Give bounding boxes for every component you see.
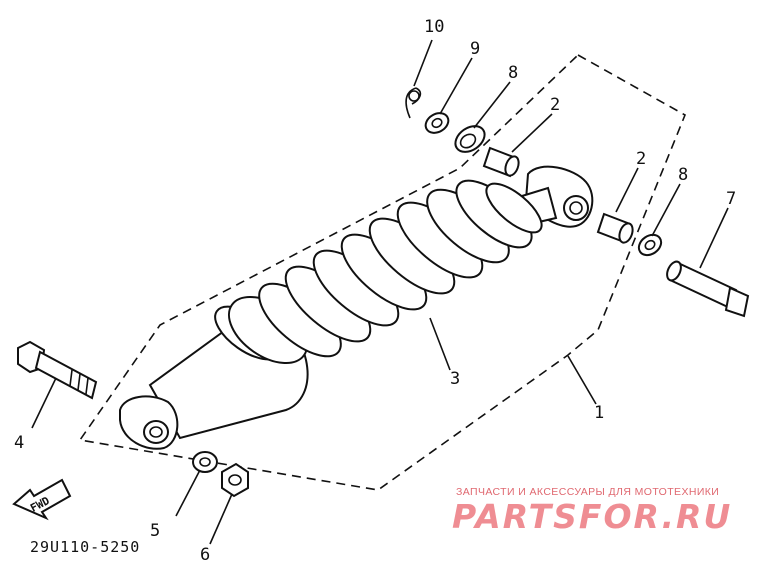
callout-6: 6 <box>200 545 210 565</box>
callout-10: 10 <box>424 17 444 37</box>
callout-numbers: 10 9 8 2 2 8 7 4 3 1 5 6 <box>14 17 736 565</box>
nut-part-6 <box>221 462 249 498</box>
callout-2-left: 2 <box>550 95 560 115</box>
watermark-tagline: ЗАПЧАСТИ И АКСЕССУАРЫ ДЛЯ МОТОТЕХНИКИ <box>456 486 720 498</box>
washer-part-8-right <box>637 233 663 257</box>
callout-4: 4 <box>14 433 24 453</box>
pivot-pin-part-7 <box>666 260 750 318</box>
watermark-logo: PARTSFOR.RU <box>452 497 733 536</box>
assembly-boundary <box>78 54 687 491</box>
collar-part-2-left <box>482 146 520 178</box>
forward-arrow-icon: FWD <box>12 478 72 521</box>
callout-3: 3 <box>450 369 460 389</box>
callout-8-right: 8 <box>678 165 688 185</box>
callout-2-right: 2 <box>636 149 646 169</box>
collar-part-2-right <box>596 212 634 244</box>
washer-part-5 <box>192 451 218 473</box>
shock-absorber-part-1 <box>119 165 594 450</box>
bushing-ring-part-8-upper <box>454 125 486 153</box>
washer-part-9 <box>424 112 450 134</box>
callout-8-upper: 8 <box>508 63 518 83</box>
callout-1: 1 <box>594 403 604 423</box>
callout-7: 7 <box>726 189 736 209</box>
diagram-code: 29U110-5250 <box>30 538 141 556</box>
callout-9: 9 <box>470 39 480 59</box>
leader-lines <box>31 39 729 545</box>
cotter-pin-part <box>405 87 422 119</box>
callout-5: 5 <box>150 521 160 541</box>
bolt-part-4 <box>17 340 98 400</box>
